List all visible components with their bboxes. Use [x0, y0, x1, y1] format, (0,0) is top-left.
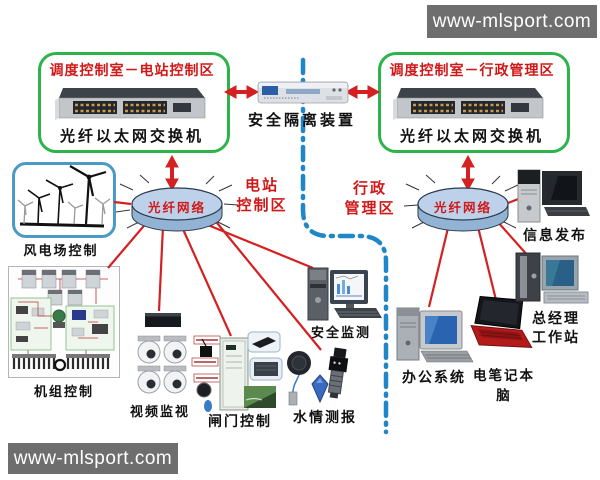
zone-left-name: 电站 控制区 [236, 177, 288, 214]
info-publishing-label: 信息发布 [523, 227, 587, 243]
safety-monitoring-computer [307, 267, 382, 321]
hub-right-label: 光纤网络 [433, 201, 492, 215]
zone-right-name: 行政 管理区 [344, 180, 396, 217]
water-telemetry-label: 水情测报 [293, 409, 357, 425]
water-telemetry-sensors [287, 347, 349, 406]
ethernet-switch-left [55, 88, 206, 120]
zone-boundary-line [300, 57, 389, 435]
unit-control-schematic [10, 269, 115, 372]
switch-left-label: 光纤以太网交换机 [59, 128, 204, 145]
unit-control-label: 机组控制 [33, 384, 94, 399]
gate-control-label: 闸门控制 [208, 413, 272, 429]
watermark-top-right: www-mlsport.com [427, 5, 597, 38]
control-room-right-title: 调度控制室－行政管理区 [389, 62, 555, 78]
manager-workstation-computer [515, 252, 589, 304]
fiber-hub-left [131, 187, 223, 232]
isolation-device [257, 81, 349, 104]
office-system-label: 办公系统 [402, 369, 466, 385]
manager-workstation-label: 总经理 工作站 [532, 310, 580, 345]
laptop-label: 电笔记本脑 [473, 368, 535, 403]
info-publishing-computer [517, 169, 590, 223]
watermark-bottom-left: www-mlsport.com [8, 443, 178, 474]
safety-monitoring-label: 安全监测 [310, 325, 371, 340]
wind-turbines [17, 165, 111, 228]
hub-connection-lines [107, 194, 530, 351]
wind-farm-label: 风电场控制 [23, 243, 99, 258]
switch-right-label: 光纤以太网交换机 [399, 128, 544, 145]
control-room-left-title: 调度控制室－电站控制区 [49, 62, 215, 78]
dome-camera [137, 335, 187, 394]
isolation-device-label: 安全隔离装置 [248, 112, 357, 129]
hub-right-rays [403, 174, 519, 229]
fiber-hub-right [417, 187, 509, 232]
gate-control-cabinet [191, 331, 283, 412]
red-double-arrows [165, 85, 475, 192]
office-system-computer [396, 307, 474, 363]
video-surveillance-label: 视频监视 [129, 404, 190, 419]
ethernet-switch-right [393, 88, 544, 120]
hub-left-label: 光纤网络 [147, 201, 206, 215]
video-surveillance-device [137, 313, 187, 394]
red-laptop [470, 295, 533, 348]
